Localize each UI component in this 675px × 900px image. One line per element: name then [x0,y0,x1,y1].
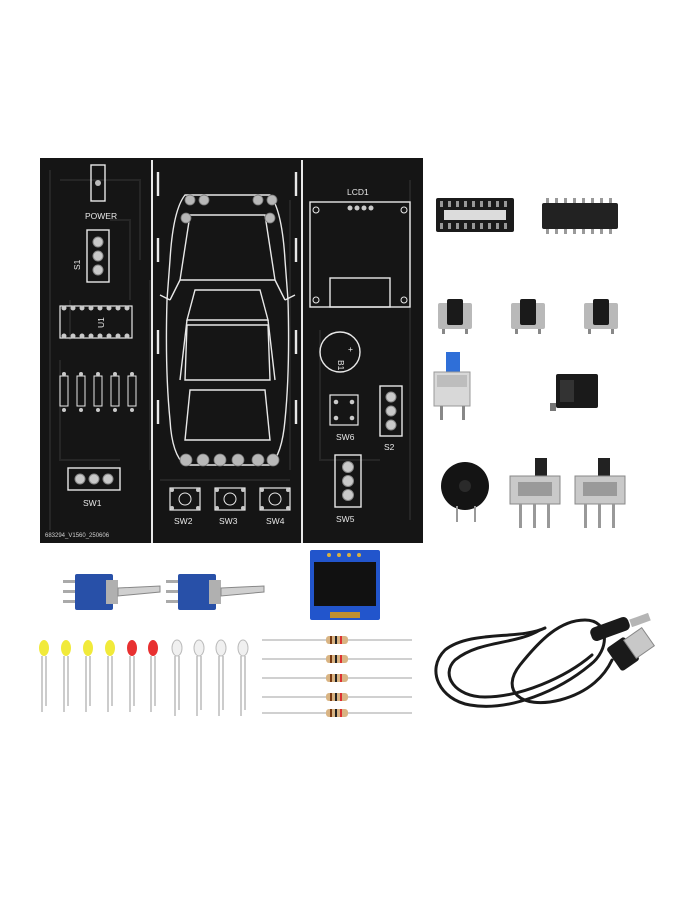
b1-label: B1 [336,360,346,371]
tactile-button [511,299,545,334]
car-pads [179,194,280,467]
s2-label: S2 [384,442,395,452]
power-label: POWER [85,211,117,221]
resistor [262,693,412,701]
dc-power-jack [550,374,598,411]
pcb-board: POWER S1 U1 [40,158,423,543]
sw1-label: SW1 [83,498,102,508]
led-white [215,639,227,716]
ic-chip [542,198,618,234]
led-yellow [105,640,115,712]
power-header: POWER [85,164,117,221]
sw6-label: SW6 [336,432,355,442]
board-code: 683294_V1560_250606 [45,533,110,539]
slide-switch [509,458,561,528]
b1-plus-label: + [348,344,353,354]
tactile-button [438,299,472,334]
led-white [171,639,183,716]
resistor [262,674,412,682]
dc-plug [590,612,651,642]
slide-switch [574,458,626,528]
led-red [127,640,137,712]
u1-footprint: U1 [59,305,133,339]
resistor [262,655,412,663]
usb-connector [607,626,656,671]
sw4-footprint: SW4 [259,487,291,526]
u1-label: U1 [96,317,106,328]
tactile-button [584,299,618,334]
usb-dc-cable [434,618,614,708]
s1-footprint: S1 [72,229,110,283]
toggle-switch [166,574,265,610]
sw3-footprint: SW3 [214,487,246,526]
buzzer [441,462,489,522]
sw5-footprint: SW5 [334,454,362,524]
led-red [148,640,158,712]
resistor [262,709,412,717]
sw2-label: SW2 [174,516,193,526]
led-yellow [39,640,49,712]
led-yellow [61,640,71,712]
toggle-switch [63,574,161,610]
sw1-footprint: SW1 [67,467,121,508]
sw4-label: SW4 [266,516,285,526]
blue-self-lock-switch [433,352,471,420]
sw6-footprint: SW6 [329,394,359,442]
s1-label: S1 [72,259,82,270]
resistor-footprints [59,372,137,412]
led-white [237,639,249,716]
sw2-footprint: SW2 [169,487,201,526]
sw5-label: SW5 [336,514,355,524]
lcd1-label: LCD1 [347,187,369,197]
led-white [193,639,205,716]
s2-footprint: S2 [379,385,403,452]
oled-module [310,550,380,620]
lcd1-footprint: LCD1 [309,187,411,308]
sw3-label: SW3 [219,516,238,526]
led-yellow [83,640,93,712]
b1-footprint: B1 + [319,331,361,373]
ic-socket [436,198,514,232]
resistor [262,636,412,644]
